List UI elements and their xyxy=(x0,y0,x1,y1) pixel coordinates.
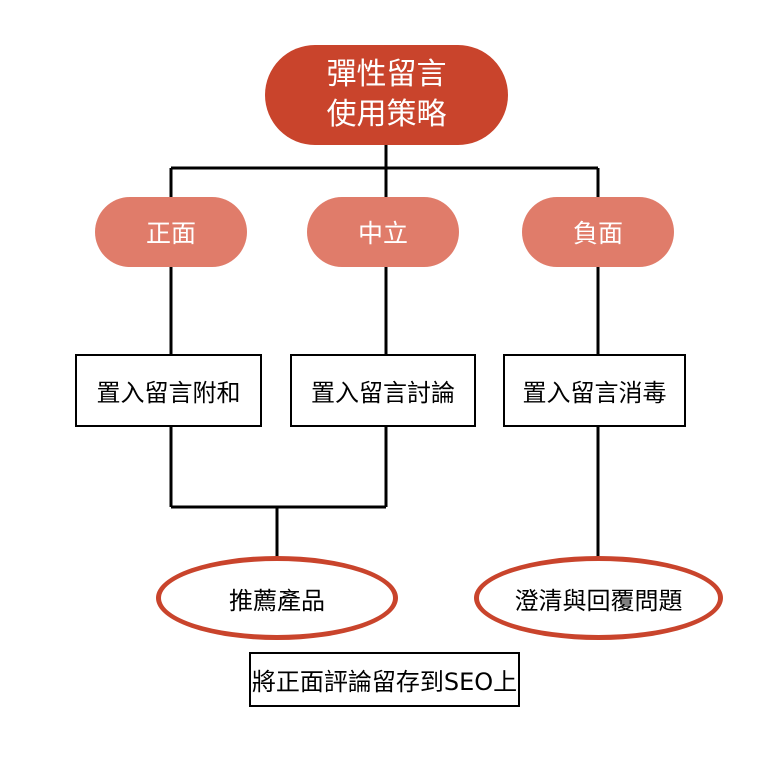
footer-note: 將正面評論留存到SEO上 xyxy=(249,652,520,707)
action-box-discuss: 置入留言討論 xyxy=(290,354,476,427)
category-positive: 正面 xyxy=(95,197,247,267)
action-box-agree: 置入留言附和 xyxy=(75,354,262,427)
category-negative: 負面 xyxy=(522,197,674,267)
outcome-clarify-and-reply: 澄清與回覆問題 xyxy=(474,556,723,640)
root-node: 彈性留言 使用策略 xyxy=(265,45,508,145)
category-neutral: 中立 xyxy=(307,197,459,267)
action-box-disinfect: 置入留言消毒 xyxy=(503,354,686,427)
outcome-recommend-products: 推薦產品 xyxy=(156,556,398,640)
